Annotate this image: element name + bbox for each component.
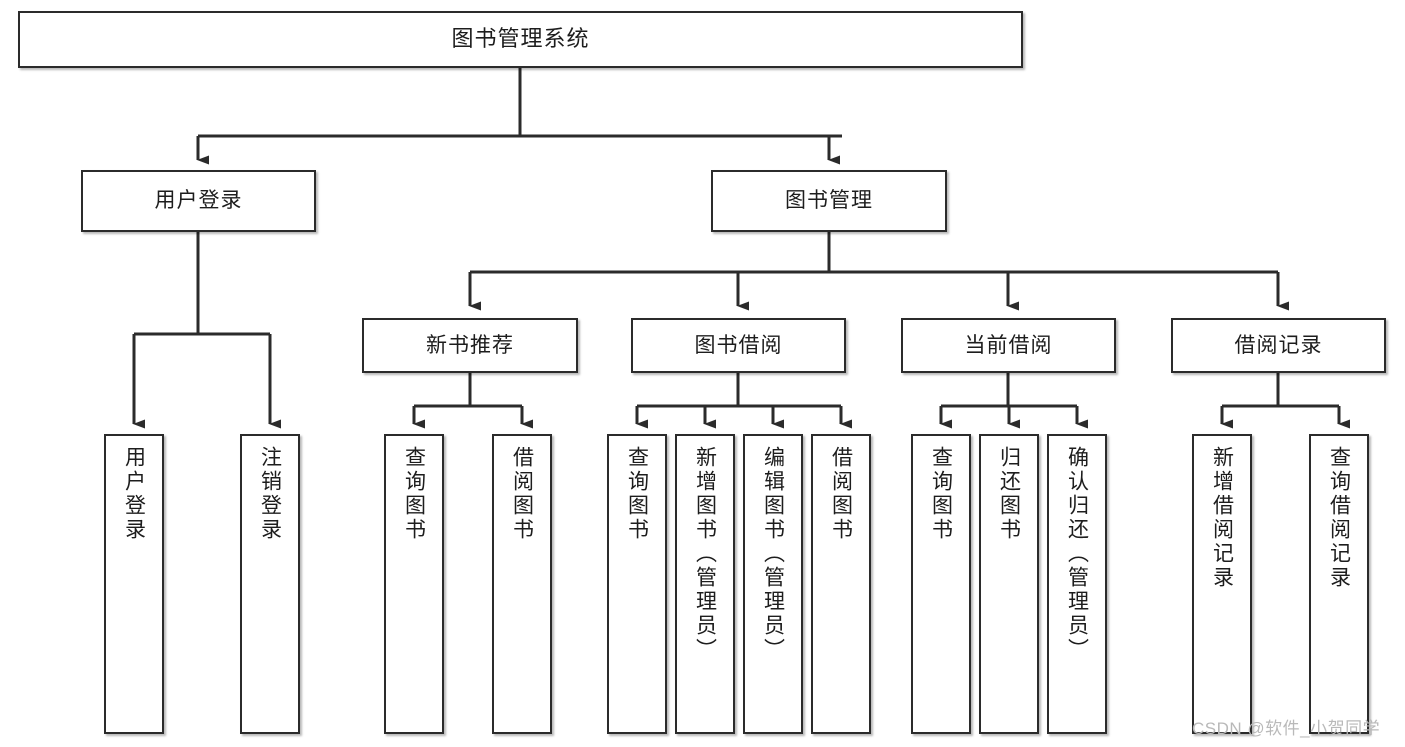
node-label: 用户登录 xyxy=(154,189,243,213)
node-leaf-user-login[interactable]: 用户登录 xyxy=(104,434,164,734)
node-leaf-return-book[interactable]: 归还图书 xyxy=(979,434,1039,734)
node-leaf-add-book-admin[interactable]: 新增图书（管理员） xyxy=(675,434,735,734)
node-leaf-add-borrow-record[interactable]: 新增借阅记录 xyxy=(1192,434,1252,734)
node-label: 借阅图书 xyxy=(829,446,853,542)
node-new-book-recommend[interactable]: 新书推荐 xyxy=(362,318,578,373)
node-label: 查询图书 xyxy=(402,446,426,542)
node-leaf-edit-book-admin[interactable]: 编辑图书（管理员） xyxy=(743,434,803,734)
node-label: 图书管理系统 xyxy=(451,26,590,52)
node-label: 注销登录 xyxy=(258,446,282,542)
node-label: 确认归还（管理员） xyxy=(1065,446,1089,662)
node-leaf-user-logout[interactable]: 注销登录 xyxy=(240,434,300,734)
node-label: 用户登录 xyxy=(122,446,146,542)
node-label: 借阅记录 xyxy=(1234,333,1323,357)
node-leaf-query-book-recommend[interactable]: 查询图书 xyxy=(384,434,444,734)
node-label: 新书推荐 xyxy=(426,333,514,357)
node-label: 查询借阅记录 xyxy=(1327,446,1351,590)
node-label: 查询图书 xyxy=(625,446,649,542)
node-label: 当前借阅 xyxy=(964,333,1053,357)
node-label: 图书借阅 xyxy=(694,333,783,357)
node-book-borrow[interactable]: 图书借阅 xyxy=(631,318,846,373)
node-label: 查询图书 xyxy=(929,446,953,542)
node-label: 图书管理 xyxy=(785,189,873,213)
watermark-text: CSDN @软件_小贺同学 xyxy=(1192,719,1381,738)
node-leaf-query-borrow-record[interactable]: 查询借阅记录 xyxy=(1309,434,1369,734)
node-leaf-borrow-book-recommend[interactable]: 借阅图书 xyxy=(492,434,552,734)
node-leaf-borrow-book[interactable]: 借阅图书 xyxy=(811,434,871,734)
node-label: 归还图书 xyxy=(997,446,1021,542)
node-leaf-confirm-return-admin[interactable]: 确认归还（管理员） xyxy=(1047,434,1107,734)
node-leaf-query-book-current[interactable]: 查询图书 xyxy=(911,434,971,734)
node-current-borrow[interactable]: 当前借阅 xyxy=(901,318,1116,373)
node-label: 编辑图书（管理员） xyxy=(761,446,785,662)
node-user-login[interactable]: 用户登录 xyxy=(81,170,316,232)
node-book-management[interactable]: 图书管理 xyxy=(711,170,947,232)
node-label: 新增借阅记录 xyxy=(1210,446,1234,590)
node-root-book-management-system[interactable]: 图书管理系统 xyxy=(18,11,1023,68)
node-label: 新增图书（管理员） xyxy=(693,446,717,662)
node-label: 借阅图书 xyxy=(510,446,534,542)
node-leaf-query-book-borrow[interactable]: 查询图书 xyxy=(607,434,667,734)
node-borrow-record[interactable]: 借阅记录 xyxy=(1171,318,1386,373)
